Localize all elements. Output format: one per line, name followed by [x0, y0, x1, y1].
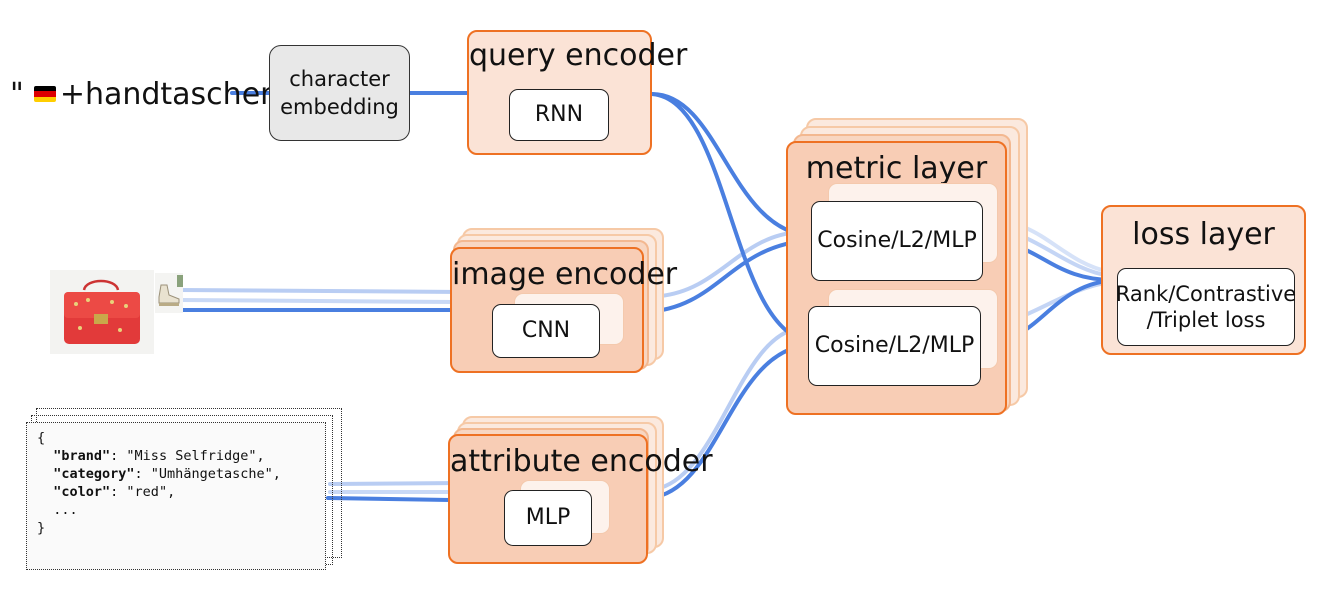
german-flag-icon — [33, 86, 56, 102]
json-close-brace: } — [37, 520, 46, 536]
connector-image-faded-2 — [178, 298, 457, 304]
metric-unit-1: Cosine/L2/MLP — [811, 201, 983, 281]
json-ellipsis: ... — [37, 501, 315, 519]
query-encoder-box: query encoder RNN — [467, 30, 688, 155]
attribute-encoder-box: attribute encoder MLP — [448, 434, 713, 564]
connector-attr-to-encoder — [326, 496, 452, 502]
connector-query-to-metric-1 — [650, 92, 814, 238]
handbag-photo — [50, 270, 154, 354]
loss-layer-title: loss layer — [1132, 217, 1275, 252]
loss-function-line1: Rank/Contrastive — [1115, 281, 1297, 306]
attribute-json-card: { "brand": "Miss Selfridge", "category":… — [26, 422, 326, 570]
metric-layer-title: metric layer — [805, 151, 988, 186]
shoe-icon — [155, 273, 183, 313]
connector-attr-faded-1 — [328, 481, 464, 486]
mlp-box: MLP — [504, 490, 592, 546]
connector-image-faded-1 — [178, 288, 464, 294]
json-value-color: : "red", — [110, 484, 176, 500]
image-encoder-box: image encoder CNN — [450, 247, 678, 373]
json-value-category: : "Umhängetasche", — [134, 466, 281, 482]
rnn-box: RNN — [509, 89, 609, 141]
attribute-encoder-title: attribute encoder — [450, 444, 713, 479]
query-value: +handtaschen" — [59, 76, 293, 112]
handbag-icon — [50, 270, 154, 354]
connector-query-to-metric-2 — [650, 92, 812, 344]
character-embedding-line2: embedding — [280, 95, 399, 119]
json-key-category: "category" — [53, 466, 135, 482]
json-ellipsis-text: ... — [53, 502, 78, 518]
character-embedding-box: character embedding — [269, 45, 410, 141]
loss-layer-box: loss layer Rank/Contrastive /Triplet los… — [1101, 205, 1306, 355]
json-row-color: "color": "red", — [37, 483, 315, 501]
json-key-brand: "brand" — [53, 448, 111, 464]
metric-unit-2: Cosine/L2/MLP — [808, 306, 981, 386]
metric-layer-box: metric layer Cosine/L2/MLP Cosine/L2/MLP — [786, 141, 1007, 415]
json-open-brace: { — [37, 430, 46, 446]
connector-attr-to-metric — [648, 343, 810, 500]
json-row-brand: "brand": "Miss Selfridge", — [37, 447, 315, 465]
shoe-thumbnail — [155, 273, 183, 313]
json-value-brand: : "Miss Selfridge", — [110, 448, 265, 464]
connector-image-to-metric — [644, 238, 814, 314]
query-text: " +handtaschen" — [10, 72, 293, 116]
json-row-category: "category": "Umhängetasche", — [37, 465, 315, 483]
cnn-box: CNN — [492, 304, 600, 358]
loss-function-box: Rank/Contrastive /Triplet loss — [1115, 268, 1297, 346]
query-quote-open: " — [10, 76, 24, 112]
loss-function-line2: /Triplet loss — [1146, 308, 1266, 332]
image-encoder-title: image encoder — [452, 257, 678, 292]
query-encoder-title: query encoder — [469, 38, 688, 73]
json-key-color: "color" — [53, 484, 111, 500]
character-embedding-line1: character — [289, 66, 390, 91]
